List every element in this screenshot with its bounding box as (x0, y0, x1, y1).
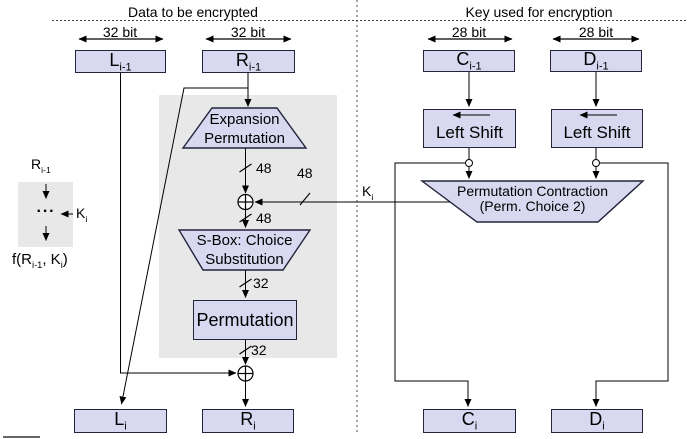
permutation-label: Permutation (196, 309, 294, 330)
register-l-next-subscript: i (124, 420, 127, 433)
register-l-next-label: L (114, 409, 125, 430)
legend-input-subscript: i-1 (41, 164, 51, 175)
sbox-line1: S-Box: Choice (196, 232, 293, 249)
register-r-prev-label: R (235, 49, 249, 70)
permutation-contraction-text: Permutation Contraction (Perm. Choice 2) (422, 184, 643, 214)
l-bit-width-label: 32 bit (102, 24, 138, 40)
register-d-next-label: D (589, 409, 603, 430)
legend-input-label: Ri-1 (31, 156, 51, 175)
legend-key-label: Ki (76, 205, 87, 224)
legend-key-subscript: i (85, 213, 88, 224)
r-bit-width-label: 32 bit (230, 24, 266, 40)
expansion-line2: Permutation (204, 130, 285, 147)
register-c-next-subscript: i (474, 420, 478, 433)
sbox-text: S-Box: Choice Substitution (179, 231, 310, 269)
key-wire-label: Ki (362, 183, 373, 202)
register-l-prev-label: L (109, 49, 120, 70)
legend-output-sub1: i-1 (32, 260, 43, 270)
legend-output-pre: f(R (12, 251, 32, 268)
register-d-next-subscript: i (602, 420, 605, 433)
d-junction-node (592, 159, 600, 167)
register-r-next-label: R (240, 409, 254, 430)
c-junction-node (465, 159, 473, 167)
perm-contraction-line2: (Perm. Choice 2) (479, 198, 586, 214)
legend-input-base: R (31, 156, 42, 172)
legend-output-sub2: i (60, 260, 63, 270)
register-l-prev: Li-1 (75, 50, 166, 73)
register-c-prev-subscript: i-1 (469, 60, 482, 73)
register-r-next: Ri (202, 409, 294, 433)
right-section-title: Key used for encryption (465, 4, 613, 20)
register-l-prev-subscript: i-1 (119, 61, 132, 74)
left-shift-c-block: Left Shift (423, 109, 516, 148)
sbox-out-width-label: 32 (253, 275, 269, 291)
register-r-next-subscript: i (253, 420, 256, 433)
left-section-title: Data to be encrypted (128, 4, 258, 20)
register-d-prev-subscript: i-1 (596, 60, 609, 73)
register-r-prev: Ri-1 (202, 50, 295, 73)
left-shift-d-label: Left Shift (563, 123, 631, 142)
register-d-prev-label: D (583, 49, 597, 70)
register-c-prev-label: C (456, 49, 470, 70)
expansion-out-width-label: 48 (256, 160, 272, 176)
xor2-node (237, 365, 254, 382)
perm-out-width-label: 32 (251, 342, 267, 358)
legend-key-base: K (76, 205, 86, 221)
expansion-permutation-text: Expansion Permutation (183, 110, 306, 148)
c-bit-width-label: 28 bit (451, 24, 487, 40)
register-c-next: Ci (423, 409, 516, 433)
register-c-next-label: C (461, 409, 475, 430)
legend-output-label: f(Ri-1, Ki) (12, 251, 68, 271)
register-l-next: Li (74, 409, 167, 433)
legend-dots: ··· (36, 203, 56, 220)
legend-output-post: ) (62, 251, 68, 268)
key-in-width-label: 48 (297, 165, 313, 181)
key-wire-subscript: i (371, 191, 374, 202)
left-shift-c-label: Left Shift (435, 123, 504, 142)
left-shift-d-block: Left Shift (551, 109, 643, 148)
register-r-prev-subscript: i-1 (248, 61, 262, 74)
permutation-block: Permutation (193, 300, 297, 340)
perm-contraction-line1: Permutation Contraction (457, 183, 608, 199)
key-wire-base: K (362, 183, 372, 199)
legend-output-mid: , K (42, 251, 61, 268)
register-d-prev: Di-1 (550, 49, 642, 73)
register-c-prev: Ci-1 (423, 49, 515, 73)
sbox-line2: Substitution (205, 251, 284, 268)
register-d-next: Di (551, 409, 643, 433)
expansion-line1: Expansion (209, 111, 280, 128)
d-bit-width-label: 28 bit (578, 24, 614, 40)
xor-out-width-label: 48 (256, 210, 272, 226)
